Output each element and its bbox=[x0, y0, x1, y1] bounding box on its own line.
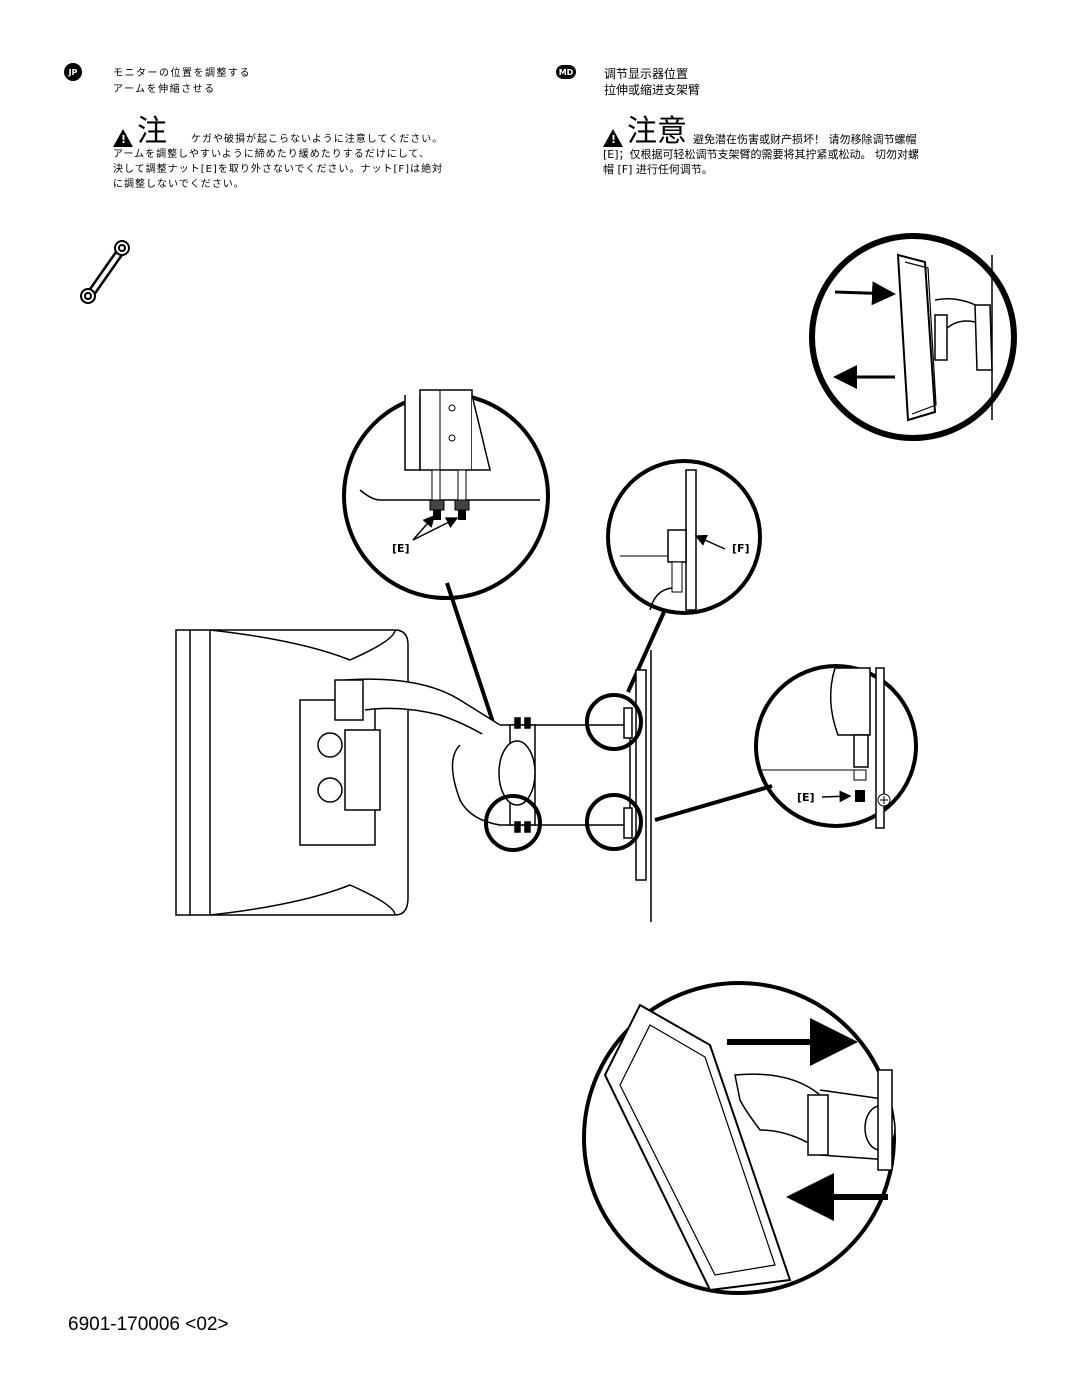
monitor-front-view bbox=[175, 629, 652, 922]
callout-rings bbox=[484, 693, 643, 852]
detail-circle-nut-e: [E] bbox=[342, 389, 550, 600]
wrench-icon bbox=[80, 240, 130, 304]
jp-warning-block: ! 注 ケガや破損が起こらないように注意してください。 アームを調整しやすいよう… bbox=[113, 117, 533, 192]
jp-title-line-2: アームを伸縮させる bbox=[113, 84, 216, 95]
jp-title-line-1: モニターの位置を調整する bbox=[113, 68, 251, 79]
detail-circle-side-view bbox=[809, 233, 1017, 441]
callout-e-top: [E] bbox=[392, 542, 410, 555]
detail-circle-perspective bbox=[582, 981, 896, 1295]
jp-language-badge: JP bbox=[64, 63, 82, 81]
md-warning-line-2: [E]；仅根据可轻松调节支架臂的需要将其拧紧或松动。 切勿对螺 bbox=[603, 148, 920, 161]
document-part-number: 6901-170006 <02> bbox=[68, 1314, 229, 1335]
md-warning-line-1: 避免潜在伤害或财产损坏！ 请勿移除调节螺帽 bbox=[693, 133, 917, 146]
jp-warning-line-3: 決して調整ナット[E]を取り外さないでください。ナット[F]は絶対 bbox=[113, 164, 444, 175]
detail-circle-nut-f: [F] bbox=[606, 459, 762, 615]
md-warning-heading: 注意 bbox=[627, 114, 687, 149]
callout-f: [F] bbox=[732, 542, 750, 555]
detail-circle-nut-e-side: [E] bbox=[754, 664, 918, 829]
jp-section-title: モニターの位置を調整する アームを伸縮させる bbox=[113, 66, 251, 98]
jp-warning-line-1: ケガや破損が起こらないように注意してください。 bbox=[191, 134, 444, 145]
md-title-line-1: 调节显示器位置 bbox=[604, 67, 689, 81]
warning-triangle-icon: ! bbox=[113, 129, 133, 147]
md-warning-block: ! 注意 避免潜在伤害或财产损坏！ 请勿移除调节螺帽 [E]；仅根据可轻松调节支… bbox=[603, 117, 1033, 177]
md-section-title: 调节显示器位置 拉伸或缩进支架臂 bbox=[604, 66, 700, 98]
warning-triangle-icon: ! bbox=[603, 129, 623, 147]
callout-e-right: [E] bbox=[797, 791, 815, 804]
jp-warning-heading: 注 bbox=[137, 114, 167, 149]
md-title-line-2: 拉伸或缩进支架臂 bbox=[604, 83, 701, 97]
jp-warning-line-4: に調整しないでください。 bbox=[113, 179, 245, 190]
md-warning-line-3: 帽 [F] 进行任何调节。 bbox=[603, 163, 713, 176]
jp-warning-line-2: アームを調整しやすいように締めたり緩めたりするだけにして、 bbox=[113, 149, 430, 160]
md-language-badge: MD bbox=[556, 65, 576, 79]
